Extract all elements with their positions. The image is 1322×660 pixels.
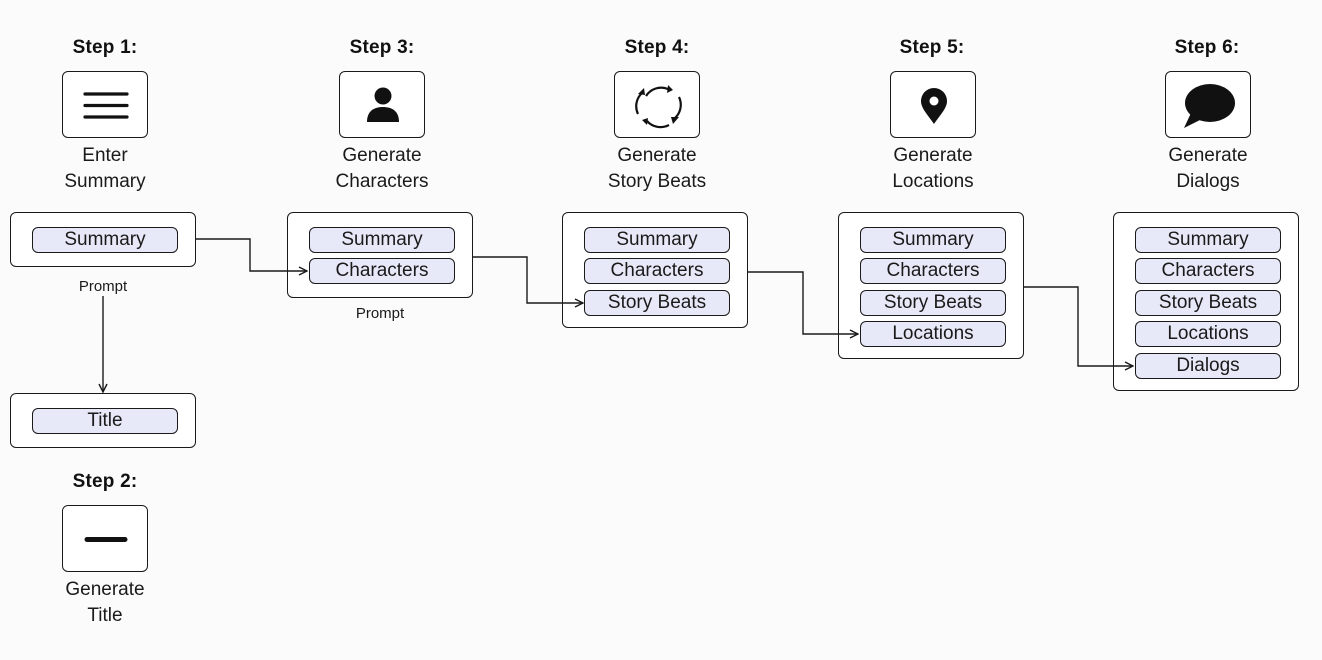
step-4-icon-box xyxy=(614,71,700,138)
title-group: Title xyxy=(10,393,196,448)
step-1-label-line1: Enter xyxy=(82,145,128,166)
step-4-label: Generate Story Beats xyxy=(557,143,757,195)
step-4-label-line2: Story Beats xyxy=(607,171,707,192)
step-5-label-line2: Locations xyxy=(892,171,974,192)
step-6-label: Generate Dialogs xyxy=(1108,143,1308,195)
step-2-label: Generate Title xyxy=(5,577,205,629)
step-3-label-line2: Characters xyxy=(335,171,429,192)
dash-icon xyxy=(84,537,128,542)
step-6-icon-box xyxy=(1165,71,1251,138)
step-2-icon-box xyxy=(62,505,148,572)
pill-characters: Characters xyxy=(1135,258,1281,284)
step-3-label-line1: Generate xyxy=(342,145,422,166)
step-3-group: Summary Characters xyxy=(287,212,473,298)
step-1-summary-group: Summary xyxy=(10,212,196,267)
pill-locations: Locations xyxy=(860,321,1006,347)
pill-summary: Summary xyxy=(32,227,178,253)
pill-story-beats: Story Beats xyxy=(860,290,1006,316)
step-6-label-line2: Dialogs xyxy=(1176,171,1240,192)
step-4-group: Summary Characters Story Beats xyxy=(562,212,748,328)
pill-summary: Summary xyxy=(584,227,730,253)
pill-summary: Summary xyxy=(1135,227,1281,253)
pill-title: Title xyxy=(32,408,178,434)
pill-summary: Summary xyxy=(860,227,1006,253)
step-1-prompt-caption: Prompt xyxy=(78,278,128,295)
step-5-group: Summary Characters Story Beats Locations xyxy=(838,212,1024,359)
step-2-label-line2: Title xyxy=(87,605,123,626)
step-5-label: Generate Locations xyxy=(833,143,1033,195)
step-5-label-line1: Generate xyxy=(893,145,973,166)
step-3-icon-box xyxy=(339,71,425,138)
step-2-title: Step 2: xyxy=(72,471,138,492)
cycle-arrows-icon xyxy=(635,85,682,129)
pill-dialogs: Dialogs xyxy=(1135,353,1281,379)
step-4-title: Step 4: xyxy=(624,37,690,58)
pill-summary: Summary xyxy=(309,227,455,253)
step-3-prompt-caption: Prompt xyxy=(355,305,405,322)
step-1-label-line2: Summary xyxy=(64,171,146,192)
step-3-label: Generate Characters xyxy=(282,143,482,195)
pill-characters: Characters xyxy=(860,258,1006,284)
step-1-label: Enter Summary xyxy=(5,143,205,195)
person-icon xyxy=(367,87,399,122)
pill-characters: Characters xyxy=(584,258,730,284)
step-5-title: Step 5: xyxy=(899,37,965,58)
hamburger-menu-icon xyxy=(83,92,129,119)
pill-story-beats: Story Beats xyxy=(1135,290,1281,316)
speech-bubble-icon xyxy=(1184,84,1235,128)
step-6-group: Summary Characters Story Beats Locations… xyxy=(1113,212,1299,391)
step-4-label-line1: Generate xyxy=(617,145,697,166)
pill-locations: Locations xyxy=(1135,321,1281,347)
pill-characters: Characters xyxy=(309,258,455,284)
step-2-label-line1: Generate xyxy=(65,579,145,600)
pill-story-beats: Story Beats xyxy=(584,290,730,316)
step-5-icon-box xyxy=(890,71,976,138)
location-pin-icon xyxy=(921,88,947,124)
step-6-title: Step 6: xyxy=(1174,37,1240,58)
step-3-title: Step 3: xyxy=(349,37,415,58)
step-1-icon-box xyxy=(62,71,148,138)
step-1-title: Step 1: xyxy=(72,37,138,58)
step-6-label-line1: Generate xyxy=(1168,145,1248,166)
